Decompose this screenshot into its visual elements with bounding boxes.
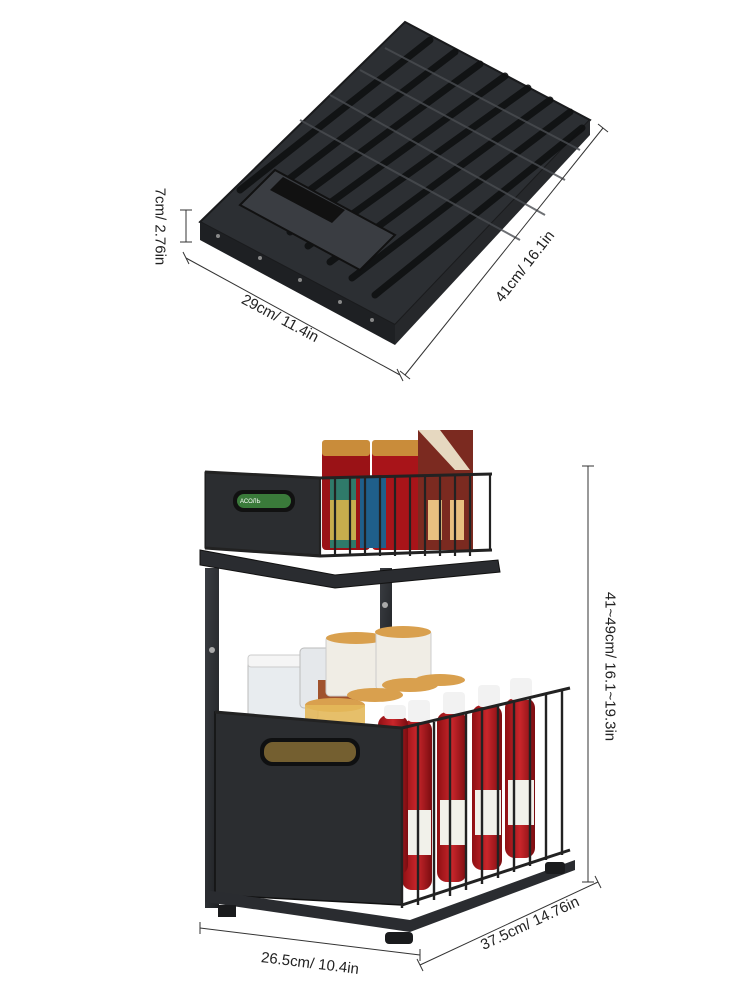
- folded-dimension-lines: [180, 123, 609, 382]
- assembled-height-label: 41~49cm/ 16.1~19.3in: [601, 591, 619, 742]
- can-label: АСОЛЬ: [240, 499, 261, 505]
- folded-height-label: 7cm/ 2.76in: [151, 187, 169, 266]
- assembled-rack: АСОЛЬ: [199, 430, 575, 944]
- assembled-dimension-lines: [199, 465, 602, 972]
- folded-rack: [198, 20, 592, 345]
